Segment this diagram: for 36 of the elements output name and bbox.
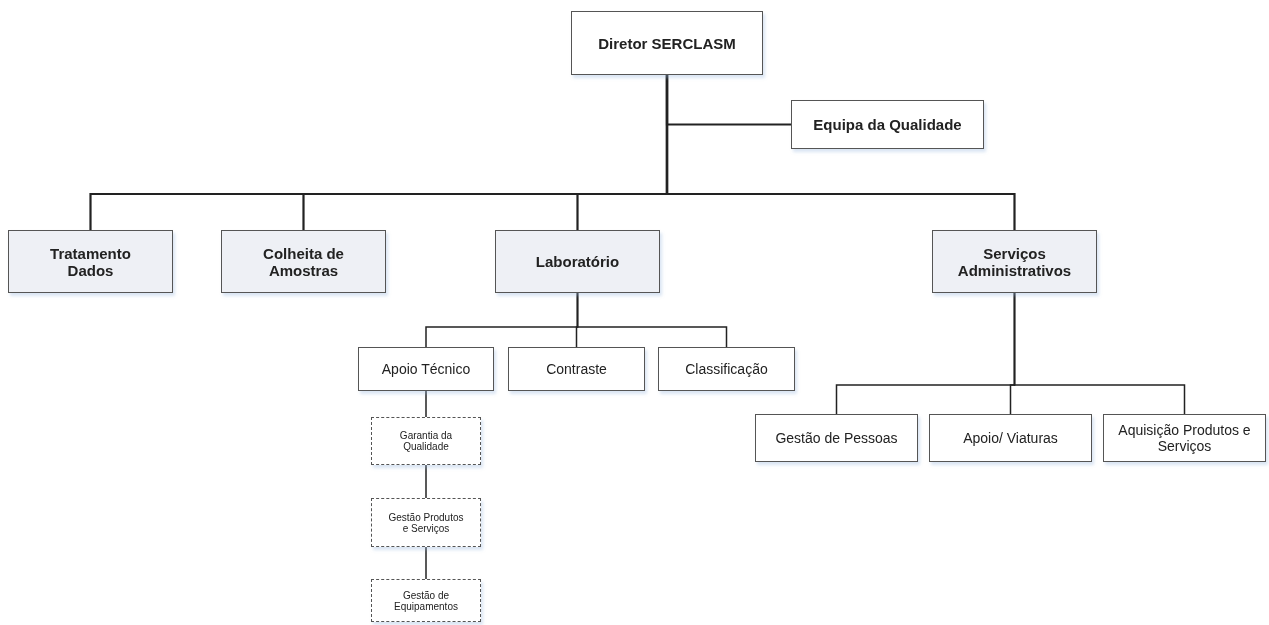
connector-line [1013,292,1186,415]
unit-name: Gestão de Pessoas [775,430,898,446]
connector-line [665,75,1016,230]
unit-name: Gestão Produtos e Serviços [387,511,465,534]
unit-box [932,230,1097,293]
dashed-unit-box [371,498,481,547]
unit-box [358,347,494,391]
connector-line [425,390,427,418]
unit-box [221,230,386,293]
unit-name: Tratamento Dados [49,244,132,279]
unit-name: Aquisição Produtos e Serviços [1117,422,1252,454]
unit-name: Laboratório [535,253,620,270]
connector-line [425,464,427,499]
unit-name: Diretor SERCLASM [598,34,736,52]
unit-name: Contraste [546,361,607,377]
unit-name: Garantia da Qualidade [398,430,454,452]
connector-line [425,546,427,580]
unit-box [495,230,660,293]
dashed-unit-box [371,579,481,622]
unit-name: Gestão de Equipamentos [393,589,459,612]
unit-name: Colheita de Amostras [262,244,345,279]
unit-name: Classificação [685,361,768,377]
unit-box [571,11,763,75]
unit-box [1103,414,1266,462]
unit-name: Equipa da Qualidade [813,116,962,133]
unit-name: Serviços Administrativos [957,244,1072,279]
connector-line [576,292,728,348]
dashed-unit-box [371,417,481,465]
unit-name: Apoio Técnico [381,361,471,377]
unit-box [658,347,795,391]
unit-name: Apoio/ Viaturas [963,430,1058,446]
unit-box [929,414,1092,462]
unit-box [791,100,984,149]
unit-box [755,414,918,462]
unit-box [508,347,645,391]
unit-box [8,230,173,293]
